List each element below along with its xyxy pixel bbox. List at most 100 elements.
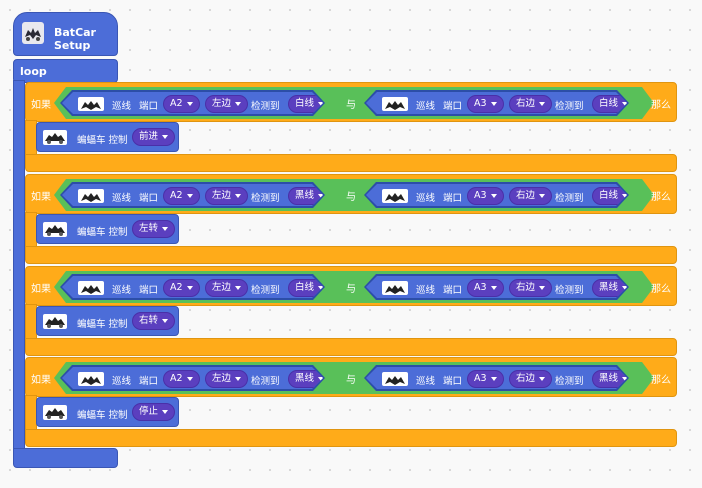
side-dropdown[interactable]: 左边 xyxy=(205,279,248,297)
port-dropdown[interactable]: A2 xyxy=(163,370,200,388)
batcar-icon xyxy=(43,222,67,237)
line-color-dropdown[interactable]: 白线 xyxy=(592,95,635,113)
port-dropdown[interactable]: A2 xyxy=(163,95,200,113)
port-dropdown[interactable]: A2 xyxy=(163,187,200,205)
side-dropdown[interactable]: 左边 xyxy=(205,95,248,113)
side-dropdown-value: 右边 xyxy=(516,282,536,293)
sensor-detect-label: 检测到 xyxy=(251,376,280,387)
if-label: 如果 xyxy=(31,284,51,295)
sensor-port-label: 端口 xyxy=(443,101,463,112)
sensor-detect-label: 检测到 xyxy=(251,193,280,204)
if-block-bottom xyxy=(25,154,677,172)
line-color-dropdown[interactable]: 白线 xyxy=(288,95,331,113)
dropdown-caret-icon xyxy=(162,134,169,139)
and-label: 与 xyxy=(346,192,356,203)
then-label: 那么 xyxy=(651,375,671,386)
side-dropdown[interactable]: 左边 xyxy=(205,187,248,205)
port-dropdown-value: A3 xyxy=(474,282,487,293)
line-sensor-icon xyxy=(78,189,104,203)
action-dropdown[interactable]: 左转 xyxy=(132,220,176,238)
side-dropdown[interactable]: 右边 xyxy=(509,370,552,388)
batcar-control-block[interactable]: 蝙蝠车 控制前进 xyxy=(36,122,179,152)
batcar-control-block[interactable]: 蝙蝠车 控制右转 xyxy=(36,306,179,336)
if-block-bottom xyxy=(25,246,677,264)
line-color-dropdown-value: 白线 xyxy=(599,98,619,109)
dropdown-caret-icon xyxy=(235,102,241,106)
dropdown-caret-icon xyxy=(622,377,628,381)
side-dropdown-value: 右边 xyxy=(516,190,536,201)
dropdown-caret-icon xyxy=(622,102,628,106)
action-dropdown-value: 前进 xyxy=(139,131,159,142)
side-dropdown[interactable]: 左边 xyxy=(205,370,248,388)
dropdown-caret-icon xyxy=(318,286,324,290)
action-dropdown[interactable]: 前进 xyxy=(132,128,176,146)
action-dropdown-value: 右转 xyxy=(139,315,159,326)
batcar-control-block[interactable]: 蝙蝠车 控制停止 xyxy=(36,397,179,427)
line-color-dropdown[interactable]: 白线 xyxy=(592,187,635,205)
batcar-control-block[interactable]: 蝙蝠车 控制左转 xyxy=(36,214,179,244)
loop-block-top[interactable]: loop xyxy=(13,59,118,83)
batcar-setup-hat-block[interactable]: BatCar Setup xyxy=(13,12,118,56)
action-dropdown-value: 左转 xyxy=(139,223,159,234)
line-color-dropdown[interactable]: 白线 xyxy=(288,279,331,297)
side-dropdown[interactable]: 右边 xyxy=(509,187,552,205)
batcar-icon xyxy=(43,130,67,145)
port-dropdown[interactable]: A3 xyxy=(467,95,504,113)
dropdown-caret-icon xyxy=(187,377,193,381)
port-dropdown[interactable]: A3 xyxy=(467,187,504,205)
port-dropdown[interactable]: A2 xyxy=(163,279,200,297)
sensor-name: 巡线 xyxy=(112,193,132,204)
action-dropdown[interactable]: 右转 xyxy=(132,312,176,330)
batcar-control-label: 蝙蝠车 控制 xyxy=(77,135,128,146)
line-color-dropdown-value: 黑线 xyxy=(599,373,619,384)
and-label: 与 xyxy=(346,100,356,111)
sensor-name: 巡线 xyxy=(112,101,132,112)
batcar-control-label: 蝙蝠车 控制 xyxy=(77,410,128,421)
line-color-dropdown[interactable]: 黑线 xyxy=(288,370,331,388)
side-dropdown[interactable]: 右边 xyxy=(509,279,552,297)
port-dropdown[interactable]: A3 xyxy=(467,279,504,297)
sensor-port-label: 端口 xyxy=(139,193,159,204)
side-dropdown[interactable]: 右边 xyxy=(509,95,552,113)
line-color-dropdown[interactable]: 黑线 xyxy=(592,279,635,297)
line-color-dropdown[interactable]: 黑线 xyxy=(288,187,331,205)
dropdown-caret-icon xyxy=(622,286,628,290)
sensor-name: 巡线 xyxy=(416,376,436,387)
side-dropdown-value: 左边 xyxy=(212,282,232,293)
batcar-icon xyxy=(22,22,44,44)
line-sensor-icon xyxy=(78,281,104,295)
port-dropdown[interactable]: A3 xyxy=(467,370,504,388)
action-dropdown[interactable]: 停止 xyxy=(132,403,176,421)
line-color-dropdown[interactable]: 黑线 xyxy=(592,370,635,388)
line-sensor-icon xyxy=(382,97,408,111)
dropdown-caret-icon xyxy=(491,102,497,106)
port-dropdown-value: A3 xyxy=(474,373,487,384)
